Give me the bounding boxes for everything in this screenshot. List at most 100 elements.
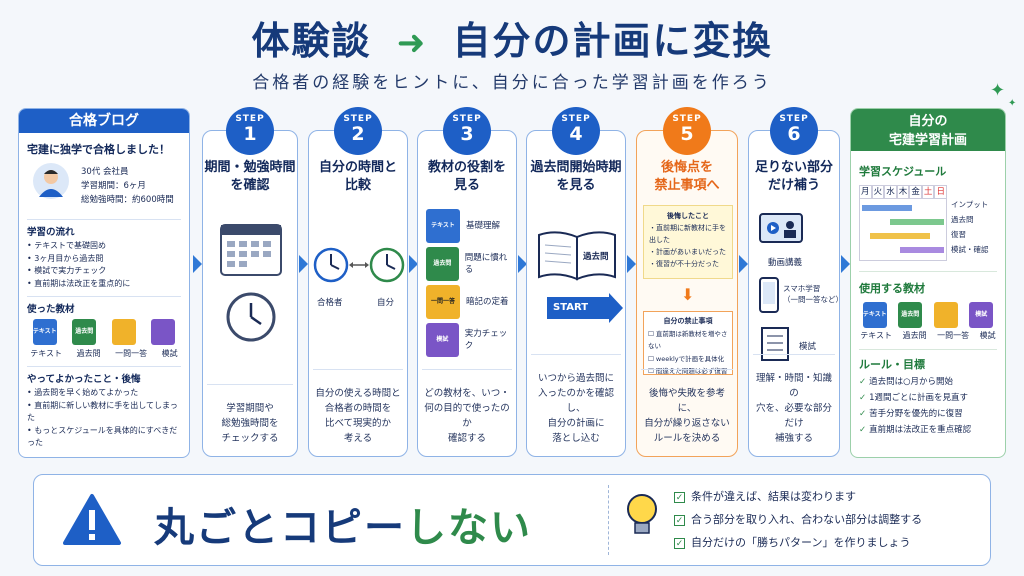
label-self: 自分 <box>377 298 395 308</box>
step-title: 足りない部分 だけ補う <box>754 160 833 193</box>
legend-item: 復習 <box>951 230 966 239</box>
checkbox-icon: ✓ <box>674 538 685 549</box>
headline-part-a: 丸ごとコピー <box>154 505 406 551</box>
clock-icon <box>226 292 276 342</box>
list-item: 直前期は法改正を重点的に <box>27 278 181 291</box>
material-label: 模試 <box>161 349 178 358</box>
regret-note: 後悔したこと ・直前期に新教材に手を出した ・計画があいまいだった ・復習が不十… <box>643 205 733 279</box>
role-label: 暗記の定着 <box>466 297 509 307</box>
plan-card: 自分の 宅建学習計画 学習スケジュール 月 火 水 木 金 土 日 インプット … <box>850 108 1006 458</box>
step-title: 教材の役割を 見る <box>427 160 506 193</box>
list-item: ・計画があいまいだった <box>649 248 726 256</box>
tip-item: ✓合う部分を取り入れ、合わない部分は調整する <box>674 513 923 526</box>
chevron-right-icon <box>739 255 748 273</box>
list-item: 苦手分野を優先的に復習 <box>859 406 997 422</box>
list-item: テキストで基礎固め <box>27 240 181 253</box>
start-arrow-head <box>609 293 623 323</box>
flashcard-book-icon <box>933 302 958 328</box>
role-label: 実力チェック <box>464 329 508 351</box>
day-header: 月 <box>859 185 872 199</box>
title-right: 自分の計画に変換 <box>452 19 773 63</box>
list-item: 模試で実力チェック <box>27 265 181 278</box>
avatar <box>33 163 69 199</box>
start-arrow: START <box>547 297 609 319</box>
headline: 丸ごとコピーしない <box>154 495 532 553</box>
chevron-right-icon <box>299 255 308 273</box>
bar-review <box>870 233 930 239</box>
item-label: 動画講義 <box>767 258 802 268</box>
plan-rules-list: 過去問は○月から開始 1週間ごとに計画を見直す 苦手分野を優先的に復習 直前期は… <box>851 372 1005 440</box>
tip-item: ✓条件が違えば、結果は変わります <box>674 490 856 503</box>
checkbox-icon: ✓ <box>674 515 685 526</box>
blog-lead: 宅建に独学で合格しました！ <box>27 143 170 156</box>
past-exam-book-icon: 過去問 <box>426 247 459 281</box>
mock-exam-book-icon: 模試 <box>969 302 994 328</box>
plan-header: 自分の 宅建学習計画 <box>851 109 1005 151</box>
textbook-icon: テキスト <box>426 209 460 243</box>
list-item: ☐ weeklyで計画を具体化 <box>648 354 725 363</box>
compare-clocks-icon <box>313 247 405 283</box>
legend-item: インプット <box>951 200 989 209</box>
page-subtitle: 合格者の経験をヒントに、自分に合った学習計画を作ろう <box>252 73 772 93</box>
day-header: 水 <box>884 185 897 199</box>
legend-item: 模試・確認 <box>951 245 989 254</box>
textbook-icon: テキスト <box>32 319 57 345</box>
chevron-right-icon <box>518 255 527 273</box>
blog-good-title: やってよかったこと・後悔 <box>27 374 141 385</box>
lightbulb-icon <box>627 494 657 534</box>
list-item: 直前期は法改正を重点確認 <box>859 422 997 438</box>
list-item: 過去問を早く始めてよかった <box>27 387 181 400</box>
profile-line: 学習期間：6ヶ月 <box>81 181 146 191</box>
step-title: 期間・勉強時間 を確認 <box>204 160 296 193</box>
chevron-right-icon <box>627 255 636 273</box>
item-label: スマホ学習 （一問一答など） <box>783 284 843 304</box>
material-label: 過去問 <box>76 349 101 358</box>
headline-part-b: しない <box>406 505 532 551</box>
step-description: どの教材を、いつ・ 何の目的で使ったのか 確認する <box>422 369 512 446</box>
list-item: 3ヶ月目から過去問 <box>27 253 181 266</box>
material-label: 模試 <box>979 331 996 340</box>
sparkle-small-icon: ✦ <box>1008 98 1017 109</box>
arrow-down-icon: ⬇ <box>681 285 695 304</box>
material-label: テキスト <box>860 331 893 340</box>
plan-materials-title: 使用する教材 <box>859 282 925 295</box>
blog-header: 合格ブログ <box>19 109 189 133</box>
label-passer: 合格者 <box>317 298 343 308</box>
day-header: 金 <box>909 185 922 199</box>
step-description: 後悔や失敗を参考に、 自分が繰り返さない ルールを決める <box>641 369 733 446</box>
mock-exam-book-icon: 模試 <box>426 323 459 357</box>
profile-line: 30代 会社員 <box>81 167 129 177</box>
role-label: 基礎理解 <box>466 221 501 231</box>
list-item: 過去問は○月から開始 <box>859 374 997 390</box>
plan-schedule-title: 学習スケジュール <box>859 165 947 178</box>
arrow-right-icon: ➜ <box>396 23 428 63</box>
title-left: 体験談 <box>251 19 372 63</box>
day-header: 土 <box>921 185 935 199</box>
step-description: 自分の使える時間と 合格者の時間を 比べて現実的か 考える <box>313 369 403 446</box>
chevron-right-icon <box>409 255 418 273</box>
mock-exam-book-icon <box>151 319 176 345</box>
list-item: 直前期に新しい教材に手を出してしまった <box>27 400 181 425</box>
step-title: 後悔点を 禁止事項へ <box>654 160 720 193</box>
list-item: もっとスケジュールを具体的にすべきだった <box>27 425 181 450</box>
chevron-right-icon <box>841 255 850 273</box>
chevron-right-icon <box>193 255 202 273</box>
calendar-icon <box>220 224 282 276</box>
list-item: 1週間ごとに計画を見直す <box>859 390 997 406</box>
blog-card: 合格ブログ 宅建に独学で合格しました！ 30代 会社員 学習期間：6ヶ月 総勉強… <box>18 108 190 458</box>
step-title: 自分の時間と 比較 <box>318 160 397 193</box>
ban-title: 自分の禁止事項 <box>663 317 713 325</box>
list-item: ☐ 間違えた問題は必ず復習 <box>648 367 728 375</box>
item-label: 模試 <box>799 342 817 352</box>
bar-mock <box>900 247 944 253</box>
open-book-icon <box>538 231 616 281</box>
bar-input <box>862 205 912 211</box>
flashcard-book-icon: 一問一答 <box>426 285 460 319</box>
